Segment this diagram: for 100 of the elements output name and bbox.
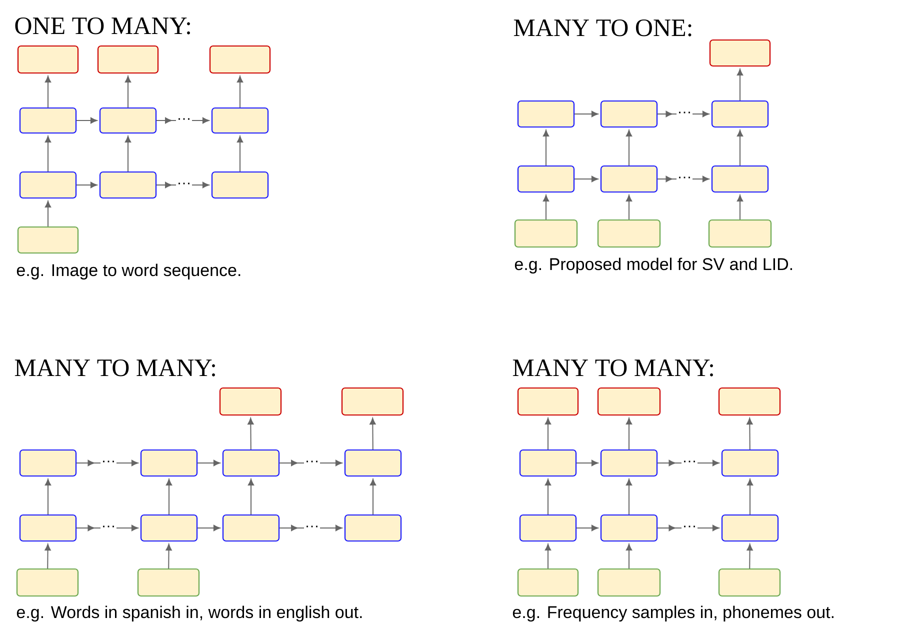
output-box (718, 387, 781, 416)
arrow (279, 460, 342, 466)
arrow (542, 194, 550, 220)
hidden-state-box (517, 100, 575, 128)
caption: e.g. Proposed model for SV and LID. (514, 258, 792, 274)
hidden-state-box (519, 514, 577, 542)
hidden-state-box (517, 165, 575, 193)
hidden-state-box (211, 107, 269, 134)
input-box (517, 568, 579, 597)
panel-title: MANY TO ONE: (514, 19, 692, 36)
arrow (236, 76, 244, 108)
arrow (124, 136, 132, 172)
edge-label: … (100, 460, 116, 466)
edge-label: … (676, 176, 692, 182)
arrow (542, 130, 550, 166)
arrow (657, 110, 710, 118)
hidden-state-box (140, 449, 198, 477)
hidden-state-box (99, 107, 157, 134)
hidden-state-box (600, 514, 658, 542)
panel-title: ONE TO MANY: (15, 17, 190, 34)
edge-label: … (176, 118, 192, 124)
hidden-state-box (19, 107, 77, 134)
arrow (44, 76, 52, 108)
input-box (718, 568, 781, 597)
hidden-state-box (344, 514, 402, 542)
output-box (219, 387, 282, 416)
arrow (44, 478, 52, 515)
output-box (341, 387, 404, 416)
arrow (166, 478, 172, 515)
arrow (736, 130, 744, 166)
arrow (44, 136, 52, 172)
hidden-state-box (211, 171, 269, 199)
arrow (44, 200, 52, 227)
arrow (76, 117, 98, 124)
arrow (197, 524, 220, 532)
hidden-state-box (721, 514, 779, 542)
edge-label: … (100, 525, 116, 531)
arrow (76, 524, 138, 532)
hidden-state-box (19, 514, 77, 542)
hidden-state-box (600, 165, 658, 193)
arrow (626, 418, 632, 450)
arrow (124, 76, 132, 108)
hidden-state-box (140, 514, 198, 542)
input-box (17, 226, 79, 254)
arrow (544, 478, 552, 515)
arrow (736, 68, 744, 101)
edge-label: … (676, 111, 692, 117)
output-box (17, 45, 79, 74)
hidden-state-box (222, 449, 280, 477)
arrow (76, 182, 98, 188)
arrow (746, 544, 753, 569)
arrow (156, 182, 210, 188)
arrow (746, 478, 754, 515)
arrow (657, 524, 720, 532)
input-box (597, 568, 661, 597)
hidden-state-box (600, 449, 658, 477)
output-box (209, 45, 271, 74)
input-box (16, 568, 79, 597)
output-box (709, 39, 771, 67)
edge-label: … (176, 182, 192, 188)
arrow (657, 176, 710, 182)
edge-label: … (682, 525, 698, 531)
arrow (576, 460, 598, 466)
arrow (166, 544, 172, 569)
arrow (746, 418, 753, 450)
input-box (514, 219, 578, 248)
arrow (248, 478, 254, 515)
hidden-state-box (344, 449, 402, 477)
hidden-state-box (711, 100, 769, 128)
panel-title: MANY TO MANY: (512, 359, 713, 376)
arrow (248, 418, 254, 450)
arrow (279, 524, 342, 532)
caption: e.g. Image to word sequence. (16, 264, 240, 280)
arrow (574, 110, 598, 118)
output-box (97, 45, 159, 74)
arrow (626, 544, 632, 569)
arrow (626, 130, 632, 166)
arrow (736, 194, 744, 220)
hidden-state-box (600, 100, 658, 128)
panel-title: MANY TO MANY: (14, 359, 215, 376)
hidden-state-box (19, 171, 77, 199)
arrow (544, 544, 552, 569)
input-box (137, 568, 200, 597)
arrow (156, 117, 210, 124)
hidden-state-box (222, 514, 280, 542)
arrow (76, 460, 138, 466)
hidden-state-box (721, 449, 779, 477)
arrow (370, 478, 376, 515)
arrow (576, 524, 598, 532)
hidden-state-box (19, 449, 77, 477)
arrow (44, 544, 51, 569)
caption: e.g. Words in spanish in, words in english out. (16, 606, 362, 622)
edge-label: … (682, 460, 698, 466)
caption: e.g. Frequency samples in, phonemes out. (512, 606, 834, 622)
arrow (544, 418, 552, 450)
input-box (597, 219, 661, 248)
output-box (517, 387, 579, 416)
arrow (370, 418, 376, 450)
arrow (574, 176, 598, 182)
edge-label: … (304, 460, 320, 466)
